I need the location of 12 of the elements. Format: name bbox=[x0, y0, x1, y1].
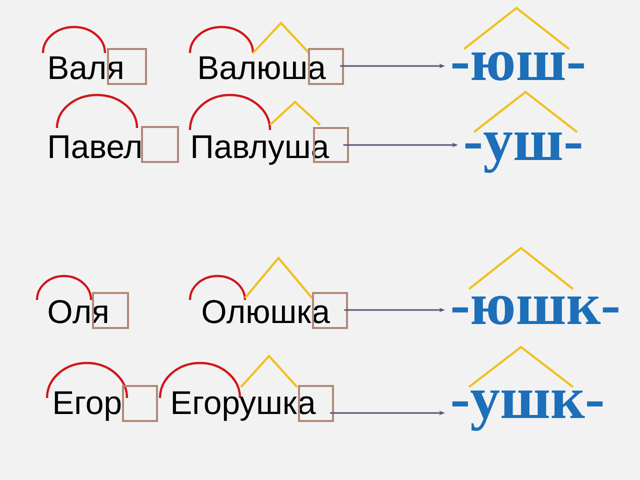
suffix-text: -юш- bbox=[452, 52, 584, 81]
derived-word: Олюшка bbox=[202, 300, 330, 324]
word-label: Павел bbox=[50, 135, 140, 158]
derived-word: Павлуша bbox=[192, 135, 330, 165]
word-label: Валя bbox=[50, 56, 122, 80]
word-label: Оля bbox=[48, 300, 108, 324]
word-label: Егор bbox=[54, 391, 121, 421]
suffix-text: -ушк- bbox=[452, 390, 603, 431]
derived-word: Егорушка bbox=[172, 391, 316, 421]
derived-word: Валюша bbox=[200, 56, 326, 80]
suffix-text: -уш- bbox=[465, 132, 582, 173]
suffix-text: -юшк- bbox=[452, 296, 618, 325]
